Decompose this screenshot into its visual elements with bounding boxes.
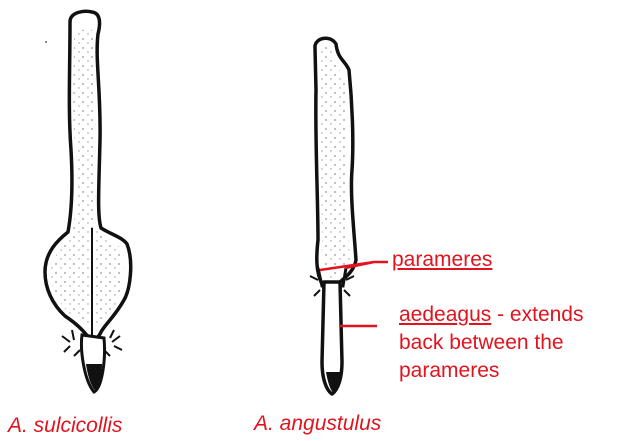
sulcicollis-drawing: [45, 11, 131, 392]
aedeagus-description-1: - extends: [491, 303, 583, 326]
label-sulcicollis: A. sulcicollis: [8, 414, 122, 438]
annotation-aedeagus: aedeagus - extends: [399, 303, 583, 327]
annotation-parameres: parameres: [392, 248, 492, 272]
aedeagus-description-2: back between the: [399, 331, 564, 355]
aedeagus-description-3: parameres: [399, 359, 499, 383]
angustulus-drawing: [310, 38, 356, 394]
label-angustulus: A. angustulus: [254, 412, 381, 436]
sulcicollis-body-stipple: [51, 29, 124, 334]
page-speck: [45, 41, 47, 43]
aedeagus-term: aedeagus: [399, 303, 491, 326]
